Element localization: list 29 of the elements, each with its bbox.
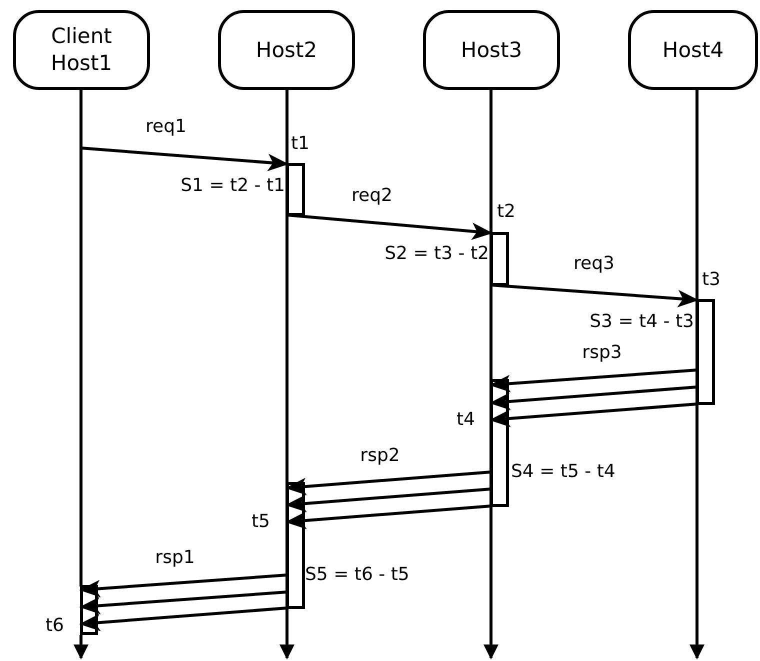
time-label: t6	[45, 615, 64, 637]
lifeline	[74, 635, 88, 660]
duration-label: S5 = t6 - t5	[305, 564, 410, 586]
edge-label: rsp2	[360, 445, 400, 467]
time-label: t4	[456, 409, 475, 431]
lifeline-head: Host3	[423, 10, 560, 90]
duration-label: S1 = t2 - t1	[180, 175, 285, 197]
edge-label: rsp1	[155, 547, 195, 569]
message-arrow	[79, 574, 288, 598]
message-arrow	[79, 590, 288, 614]
edge-label: req2	[352, 185, 392, 207]
lifeline	[280, 90, 294, 660]
edge-label: req1	[146, 116, 186, 138]
message-arrow	[79, 606, 288, 632]
lifeline	[80, 88, 82, 586]
lifeline	[484, 90, 498, 660]
lifeline	[690, 90, 704, 660]
time-label: t5	[251, 511, 270, 533]
lifeline-head: Host2	[218, 10, 355, 90]
time-label: t2	[497, 201, 516, 223]
duration-label: S3 = t4 - t3	[590, 311, 694, 333]
duration-label: S2 = t3 - t2	[384, 243, 489, 265]
time-label: t3	[702, 269, 721, 291]
edge-label: rsp3	[582, 342, 622, 364]
lifeline-head: Host4	[628, 10, 758, 90]
time-label: t1	[291, 133, 310, 155]
edge-label: req3	[574, 253, 614, 275]
lifeline-head: Client Host1	[13, 10, 150, 90]
duration-label: S4 = t5 - t4	[511, 461, 616, 483]
